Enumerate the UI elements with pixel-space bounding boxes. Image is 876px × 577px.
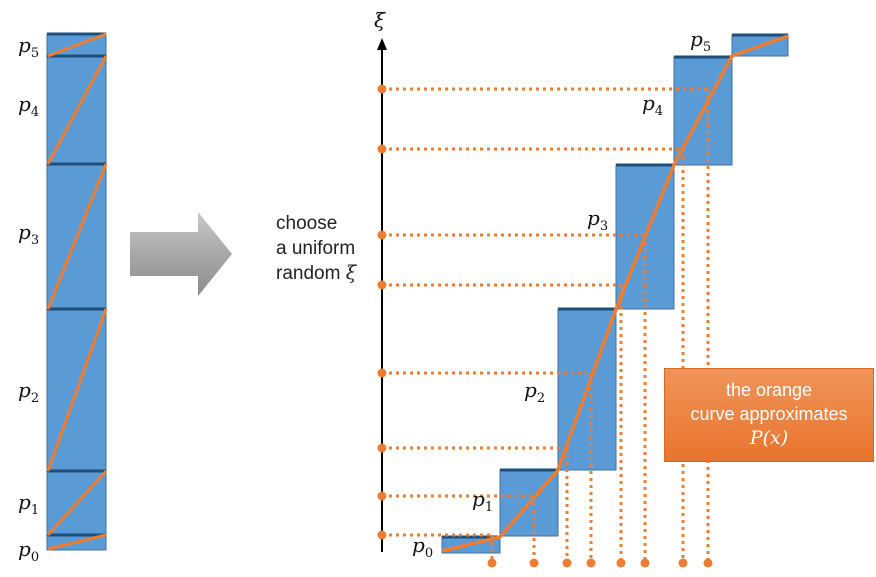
axis-dot-3 — [377, 230, 387, 240]
bottom-dot-1 — [487, 558, 497, 568]
stair-label-p2: p2 — [524, 378, 545, 406]
axis-dot-7 — [377, 491, 387, 501]
instruction-random-word: random — [276, 263, 341, 284]
left-diagonal-p2 — [46, 308, 108, 472]
xi-axis: ξ — [374, 8, 387, 552]
left-diagonal-p3 — [46, 163, 108, 310]
horizontal-dotted-lines — [382, 87, 708, 537]
axis-dot-2 — [377, 144, 387, 154]
stair-bar-tops — [442, 33, 788, 539]
bottom-sample-dots — [487, 558, 713, 568]
left-label-p5: p5 — [18, 33, 39, 61]
instruction-line-1: choose — [276, 213, 338, 234]
callout-line-1: the orange — [725, 380, 813, 400]
staircase-bars — [441, 33, 789, 554]
bottom-dot-4 — [586, 558, 596, 568]
left-diagonal-p1 — [46, 469, 108, 537]
left-label-p2: p2 — [18, 378, 39, 406]
axis-dot-6 — [377, 443, 387, 453]
bottom-dot-5 — [616, 558, 626, 568]
vertical-dotted-lines — [490, 89, 710, 561]
left-label-p4: p4 — [18, 92, 39, 120]
left-bar-background — [46, 33, 107, 551]
orange-curve-callout: the orange curve approximates P(x) — [664, 368, 874, 462]
axis-sample-dots — [377, 84, 387, 540]
bottom-dot-7 — [678, 558, 688, 568]
instruction-line-2: a uniform — [276, 238, 356, 259]
orange-cdf-curve — [441, 34, 789, 553]
left-diagonal-p5 — [47, 32, 107, 58]
callout-formula: P(x) — [749, 427, 789, 449]
callout-line-2: curve approximates — [690, 404, 848, 424]
bottom-dot-8 — [703, 558, 713, 568]
left-stacked-bar: p0 p1 p2 p3 p4 p5 — [18, 32, 108, 565]
stair-label-p3: p3 — [587, 206, 608, 234]
left-label-p0: p0 — [18, 537, 39, 565]
left-diagonal-p0 — [47, 533, 107, 551]
stair-label-p0: p0 — [412, 533, 433, 561]
left-label-p3: p3 — [18, 220, 39, 248]
xi-axis-arrowhead-icon — [377, 38, 387, 50]
bottom-dot-2 — [529, 558, 539, 568]
bottom-dot-6 — [640, 558, 650, 568]
stair-label-p1: p1 — [472, 487, 493, 515]
axis-dot-5 — [377, 368, 387, 378]
left-orange-diagonals — [46, 32, 108, 551]
axis-dot-8 — [377, 530, 387, 540]
stair-label-p4: p4 — [642, 91, 663, 119]
instruction-xi-symbol: ξ — [345, 262, 357, 284]
left-segment-labels: p0 p1 p2 p3 p4 p5 — [18, 33, 39, 565]
bottom-dot-3 — [562, 558, 572, 568]
left-bar-dividers — [47, 32, 106, 537]
stair-labels: p0 p1 p2 p3 p4 p5 — [412, 27, 711, 561]
xi-axis-label: ξ — [374, 8, 386, 32]
left-diagonal-p4 — [46, 55, 108, 165]
instruction-line-3: random ξ — [276, 261, 376, 286]
stair-label-p5: p5 — [690, 27, 711, 55]
left-label-p1: p1 — [18, 490, 39, 518]
axis-dot-1 — [377, 84, 387, 94]
axis-dot-4 — [377, 280, 387, 290]
instruction-text: choose a uniform random ξ — [276, 211, 376, 286]
transform-arrow-icon — [130, 212, 232, 296]
